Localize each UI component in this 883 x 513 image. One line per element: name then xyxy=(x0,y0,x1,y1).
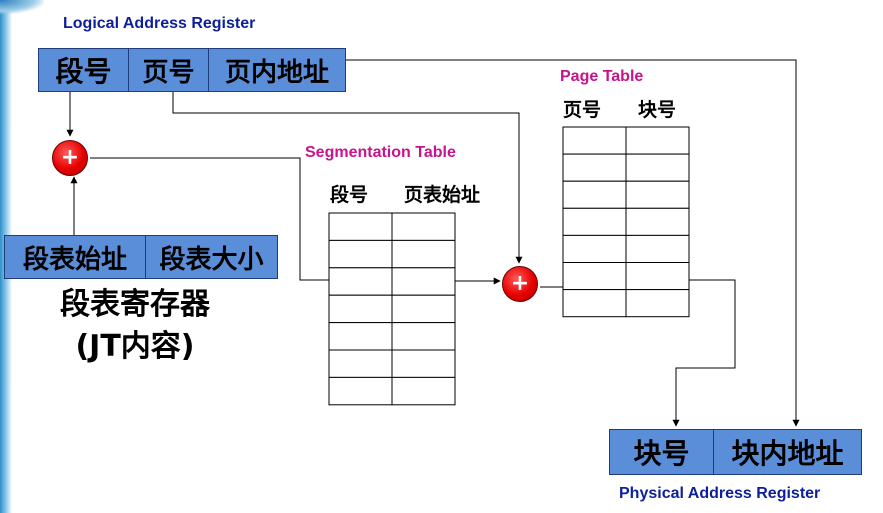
segtable-cell-r1-c0 xyxy=(328,239,393,269)
wire-offset-to-blockaddr xyxy=(345,59,800,427)
page-table-grid xyxy=(562,126,690,318)
pagetable-cell-r0-c1 xyxy=(625,126,690,155)
pagetable-cell-r2-c0 xyxy=(562,180,627,209)
segtable-cell-r4-c1 xyxy=(391,322,456,351)
segmentation-table-grid xyxy=(328,212,456,406)
physical-address-register: 块号 块内地址 xyxy=(609,429,862,475)
wire-pageno-to-adder2 xyxy=(172,92,523,264)
segtable-header-segno: 段号 xyxy=(330,184,369,206)
segtable-cell-r5-c1 xyxy=(391,349,456,378)
jt-contents-label: (JT内容) xyxy=(75,329,195,364)
slide-corner-decoration xyxy=(0,0,44,14)
segment-table-register: 段表始址 段表大小 xyxy=(4,235,278,279)
field-page-offset: 页内地址 xyxy=(224,57,329,88)
field-page-number: 页号 xyxy=(129,49,209,91)
logical-address-register: 段号 页号 页内地址 xyxy=(38,48,346,92)
segtable-cell-r4-c0 xyxy=(328,322,393,351)
segtable-cell-r6-c0 xyxy=(328,376,393,406)
wire-adder1-to-segtable xyxy=(90,157,339,284)
adder-segment-base: + xyxy=(52,140,88,176)
wire-pagetable-to-blockno xyxy=(672,279,736,427)
pagetable-cell-r2-c1 xyxy=(625,180,690,209)
pagetable-cell-r4-c0 xyxy=(562,234,627,263)
pagetable-cell-r0-c0 xyxy=(562,126,627,155)
segtable-cell-r6-c1 xyxy=(391,376,456,406)
pagetable-cell-r6-c0 xyxy=(562,289,627,318)
pagetable-cell-r3-c0 xyxy=(562,207,627,236)
pagetable-cell-r6-c1 xyxy=(625,289,690,318)
segtable-cell-r1-c1 xyxy=(391,239,456,269)
field-block-offset: 块内地址 xyxy=(731,437,844,470)
segtable-cell-r3-c1 xyxy=(391,294,456,324)
pagetable-cell-r4-c1 xyxy=(625,234,690,263)
pagetable-cell-r5-c1 xyxy=(625,262,690,291)
field-block-number: 块号 xyxy=(610,430,714,474)
pagetable-cell-r5-c0 xyxy=(562,262,627,291)
pagetable-cell-r1-c0 xyxy=(562,153,627,182)
field-segment-table-base: 段表始址 xyxy=(5,236,146,278)
pagetable-cell-r1-c1 xyxy=(625,153,690,182)
field-segment-table-size: 段表大小 xyxy=(159,244,264,275)
segment-table-register-label: 段表寄存器 xyxy=(60,287,210,322)
physical-register-caption: Physical Address Register xyxy=(619,485,821,502)
logical-register-caption: Logical Address Register xyxy=(63,15,256,32)
segtable-cell-r3-c0 xyxy=(328,294,393,324)
page-table-caption: Page Table xyxy=(560,68,644,85)
pagetable-cell-r3-c1 xyxy=(625,207,690,236)
pagetable-header-pageno: 页号 xyxy=(563,99,602,121)
adder-page-entry: + xyxy=(502,266,538,302)
field-segment-number: 段号 xyxy=(39,49,129,91)
segtable-header-pagetable-base: 页表始址 xyxy=(404,184,481,206)
segtable-cell-r5-c0 xyxy=(328,349,393,378)
segtable-cell-r2-c0 xyxy=(328,267,393,296)
segtable-cell-r0-c1 xyxy=(391,212,456,241)
segtable-cell-r0-c0 xyxy=(328,212,393,241)
segtable-cell-r2-c1 xyxy=(391,267,456,296)
pagetable-header-blockno: 块号 xyxy=(638,99,677,121)
segmentation-table-caption: Segmentation Table xyxy=(305,144,456,161)
